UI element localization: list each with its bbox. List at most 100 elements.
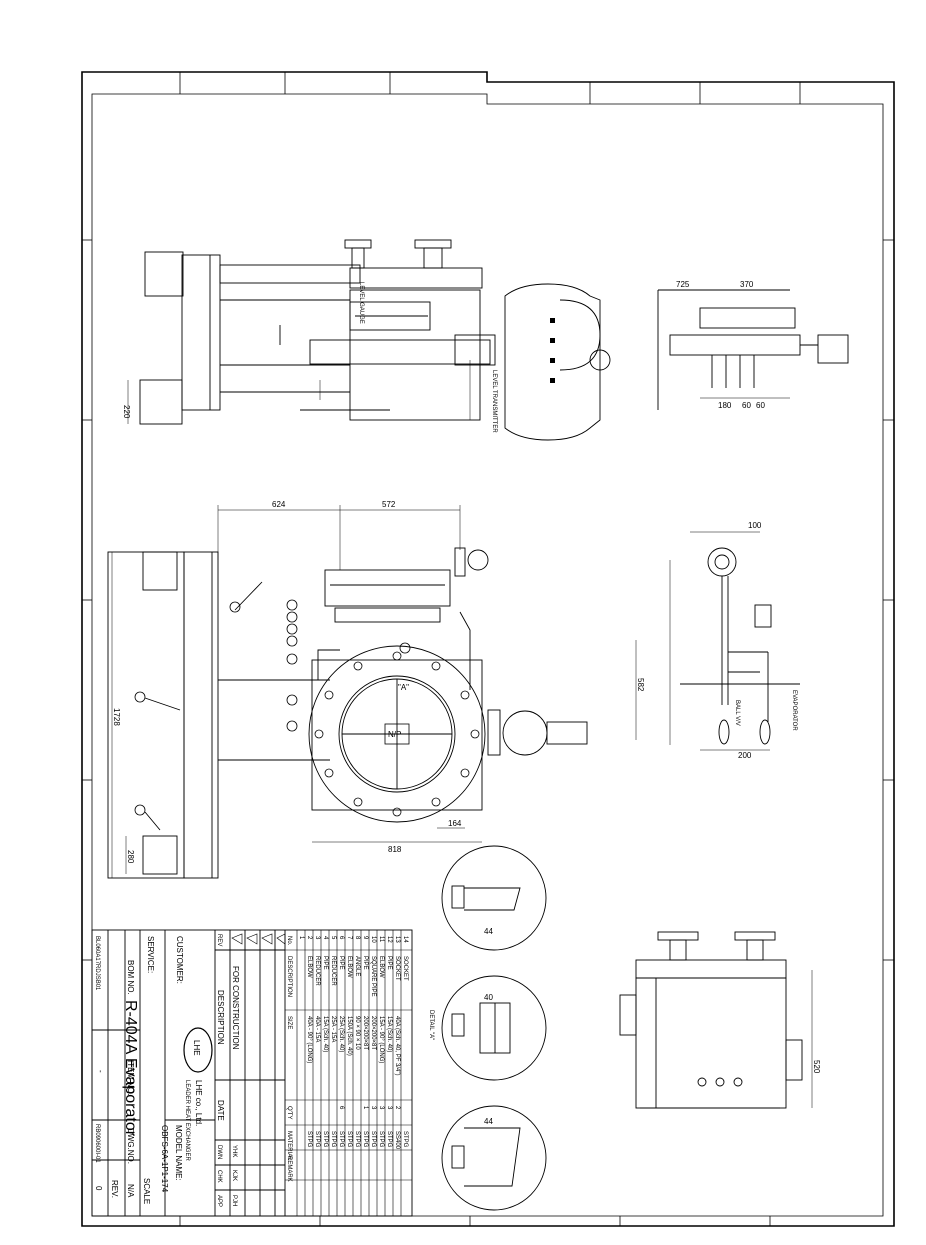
bom-cell: 6 [338,936,344,940]
label-np: N/P [388,730,401,739]
dim-520: 520 [812,1060,821,1074]
dim-60a: 60 [742,401,751,410]
bom-cell: 11 [378,936,384,943]
side-view-dims [672,289,790,399]
bom-cell: 40A (Sch. 40, PF 3/4") [394,1016,400,1076]
dim-572: 572 [382,500,396,509]
bom-cell: STPG [338,1131,344,1148]
model-value: OBFS-6A-1P1-174 [160,1125,169,1193]
bom-cell: STPG [402,1131,408,1148]
dim-220: 220 [122,405,131,419]
rev-row0-chk: KJK [231,1170,237,1181]
bom-cell: 25A (Sch. 40) [338,1016,344,1052]
rev-value: 0 [94,1186,103,1191]
bom-header-cell: No. [286,936,292,946]
top-view-dims [127,360,471,424]
bom-cell: STPG [306,1131,312,1148]
bom-cell: STPG [362,1131,368,1148]
elevation-view [619,931,803,1109]
bom-cell: 13 [394,936,400,943]
rev-app-header: APP [216,1195,222,1207]
bom-cell: 12 [386,936,392,943]
bom-label: BOM NO. [126,960,135,995]
company-name: LHE co., Ltd. [194,1080,203,1126]
bom-cell: REDUCER [330,956,336,986]
bom-header-cell: SIZE [286,1016,292,1029]
dim-60b: 60 [756,401,765,410]
rev-row0-dwn: YHK [231,1145,237,1157]
drawing-title: R-404A Evaporator [122,1000,139,1137]
bom-cell: 3 [370,1106,376,1110]
rev-dwn-header: DWN [216,1145,222,1159]
bom-header-cell: REMARK [286,1156,292,1182]
bom-cell: ELBOW [346,956,352,978]
item-label: ITEM NO. [126,1060,135,1096]
rev-label: REV. [110,1180,119,1198]
dim-818: 818 [388,845,402,854]
company-sub: LEADER HEAT EXCHANGER [184,1080,190,1161]
bom-cell: 4 [322,936,328,940]
side-view-small [657,289,849,410]
balloon-markers [134,599,411,816]
bom-cell: STPG [386,1131,392,1148]
title-block [91,929,413,1217]
bom-cell: STPG [314,1131,320,1148]
bom-cell: 40A - 15A [314,1016,320,1042]
bom-cell: 9 [362,936,368,940]
rev-header: REV [216,934,222,946]
nameplate [384,723,410,745]
bom-cell: STPG [346,1131,352,1148]
bom-cell: PIPE [362,956,368,970]
dim-44b: 44 [484,1117,493,1126]
rev-row0-app: PJH [231,1195,237,1206]
dim-370: 370 [740,280,754,289]
scale-label: SCALE [142,1178,151,1204]
dim-164: 164 [448,819,462,828]
dim-582: 582 [636,678,645,692]
bom-cell: 15A - 90° (LONG) [378,1016,384,1063]
top-view-ports [550,318,555,383]
bom-cell: 25A - 15A [330,1016,336,1042]
bom-cell: 2 [394,1106,400,1110]
dwg-value: RB090600I-01 [94,1124,100,1163]
outer-border [81,71,895,1227]
bom-cell: 40A - 90° (LONG) [306,1016,312,1063]
bom-cell: PIPE [386,956,392,970]
bom-cell: SOCKET [394,956,400,981]
rev-desc-header: DESCRIPTION [216,990,225,1045]
svg-text:LHE: LHE [192,1040,201,1056]
bom-cell: 1 [298,936,304,940]
bom-cell: PIPE [322,956,328,970]
item-value: - [96,1070,105,1073]
bom-cell: PIPE [338,956,344,970]
label-evaporator: EVAPORATOR [791,690,797,731]
bom-cell: 3 [378,1106,384,1110]
bom-cell: 10 [370,936,376,943]
label-detail-a: DETAIL "A" [428,1010,434,1040]
dim-280: 280 [126,850,135,864]
dim-725: 725 [676,280,690,289]
bom-cell: 15A (Sch. 40) [322,1016,328,1052]
bom-cell: ELBOW [378,956,384,978]
customer-label: CUSTOMER: [175,936,184,984]
detail-circles [441,845,547,1211]
rev-row0-desc: FOR CONSTRUCTION [231,966,240,1050]
bom-cell: ELBOW [306,956,312,978]
bom-cell: 5 [330,936,336,940]
dim-100: 100 [748,521,762,530]
bom-cell: SOCKET [402,956,408,981]
rev-triangles [231,933,286,945]
detail-dims [669,531,770,751]
bom-cell: 15A (Sch. 40) [386,1016,392,1052]
scale-value: N/A [126,1184,135,1198]
service-label: SERVICE: [146,936,155,973]
label-level-gauge: LEVEL GAUGE [358,282,364,324]
detail-piping [680,547,800,745]
front-view-dims [111,505,637,878]
dim-200: 200 [738,751,752,760]
bom-table: No.DESCRIPTIONSIZEQ'TYMATERIALREMARK14SO… [286,936,408,1182]
bom-grid [285,930,412,1216]
label-level-transmitter: LEVEL TRANSMITTER [491,370,497,433]
bom-cell: STPG [354,1131,360,1148]
top-view [139,239,611,441]
